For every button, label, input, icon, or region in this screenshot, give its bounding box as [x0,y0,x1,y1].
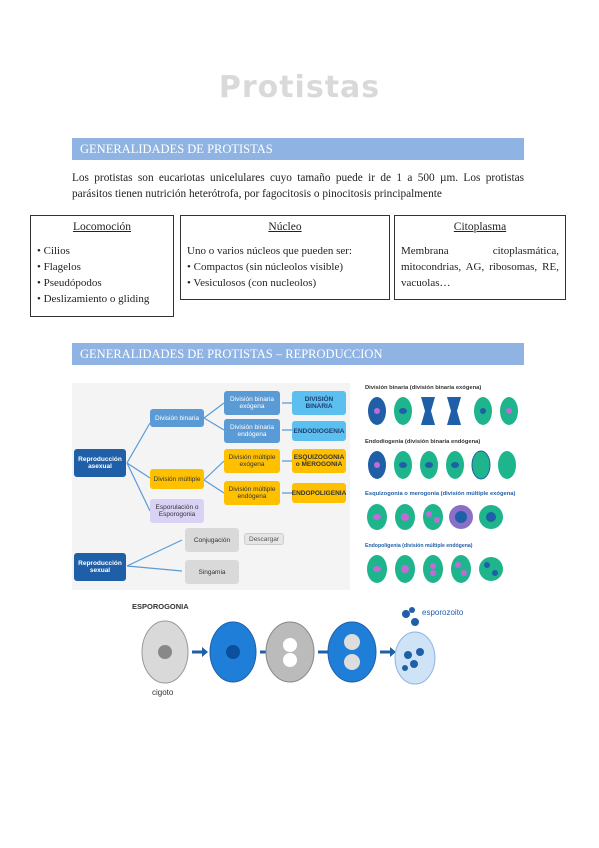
locomocion-item: Flagelos [37,259,167,275]
node-binaria-exogena: División binaria exógena [224,391,280,415]
node-multiple-endogena: División múltiple endógena [224,481,280,505]
locomocion-item: Deslizamiento o gliding [37,291,167,307]
cigoto-label: cigoto [152,688,174,697]
esporogonia-figure: ESPOROGONIA esporozoito cigoto [130,600,510,698]
node-conjugacion: Conjugación [185,528,239,552]
page-title: Protistas [218,70,381,105]
node-r-division-binaria: DIVISIÓN BINARIA [292,391,346,415]
locomocion-item: Cilios [37,243,167,259]
node-r-endodiogenia: ENDODIOGENIA [292,421,346,441]
esporozoito-label: esporozoito [422,608,464,617]
locomocion-title: Locomoción [72,221,132,233]
cell-division-cells [367,397,518,583]
citoplasma-title: Citoplasma [453,221,507,233]
diagram-connectors [126,402,292,572]
node-sexual: Reproducción sexual [74,553,126,581]
esporogonia-title: ESPOROGONIA [132,602,189,611]
panel-row1-label: División binaria (división binaria exóge… [365,385,482,391]
descargar-button[interactable]: Descargar [244,533,284,545]
section-heading-generalidades: GENERALIDADES DE PROTISTAS [72,138,524,160]
node-division-multiple: División múltiple [150,469,204,489]
panel-row2-label: Endodiogenia (división binaria endógena) [365,439,481,445]
citoplasma-text: Membrana citoplasmática, mitocondrias, A… [401,245,559,289]
nucleo-title: Núcleo [268,221,302,233]
panel-row3-label: Esquizogonia o merogonia (división múlti… [365,491,516,497]
reproduction-diagram: Reproducción asexual División binaria Di… [72,383,350,590]
nucleo-lead: Uno o varios núcleos que pueden ser: [187,245,352,257]
locomocion-box: Locomoción Cilios Flagelos Pseudópodos D… [30,215,174,317]
esporogonia-stages [141,607,436,685]
node-division-binaria: División binaria [150,409,204,427]
nucleo-item: Compactos (sin núcleolos visible) [187,259,383,275]
panel-row4-label: Endopoligenia (división múltiple endógen… [365,543,473,549]
cell-division-panel: División binaria (división binaria exóge… [363,383,524,590]
nucleo-item: Vesiculosos (con nucleolos) [187,275,383,291]
node-r-endopoligenia: ENDOPOLIGENIA [292,483,346,503]
locomocion-item: Pseudópodos [37,275,167,291]
intro-paragraph: Los protistas son eucariotas unicelulare… [72,172,524,200]
node-singamia: Singamia [185,560,239,584]
node-binaria-endogena: División binaria endógena [224,419,280,443]
node-esporulacion: Esporulación o Esporogonia [150,499,204,523]
node-r-esquizogonia: ESQUIZOGONIA o MEROGONIA [292,449,346,473]
citoplasma-box: Citoplasma Membrana citoplasmática, mito… [394,215,566,300]
section-heading-reproduccion: GENERALIDADES DE PROTISTAS – REPRODUCCIO… [72,343,524,365]
nucleo-box: Núcleo Uno o varios núcleos que pueden s… [180,215,390,300]
node-asexual: Reproducción asexual [74,449,126,477]
node-multiple-exogena: División múltiple exógena [224,449,280,473]
